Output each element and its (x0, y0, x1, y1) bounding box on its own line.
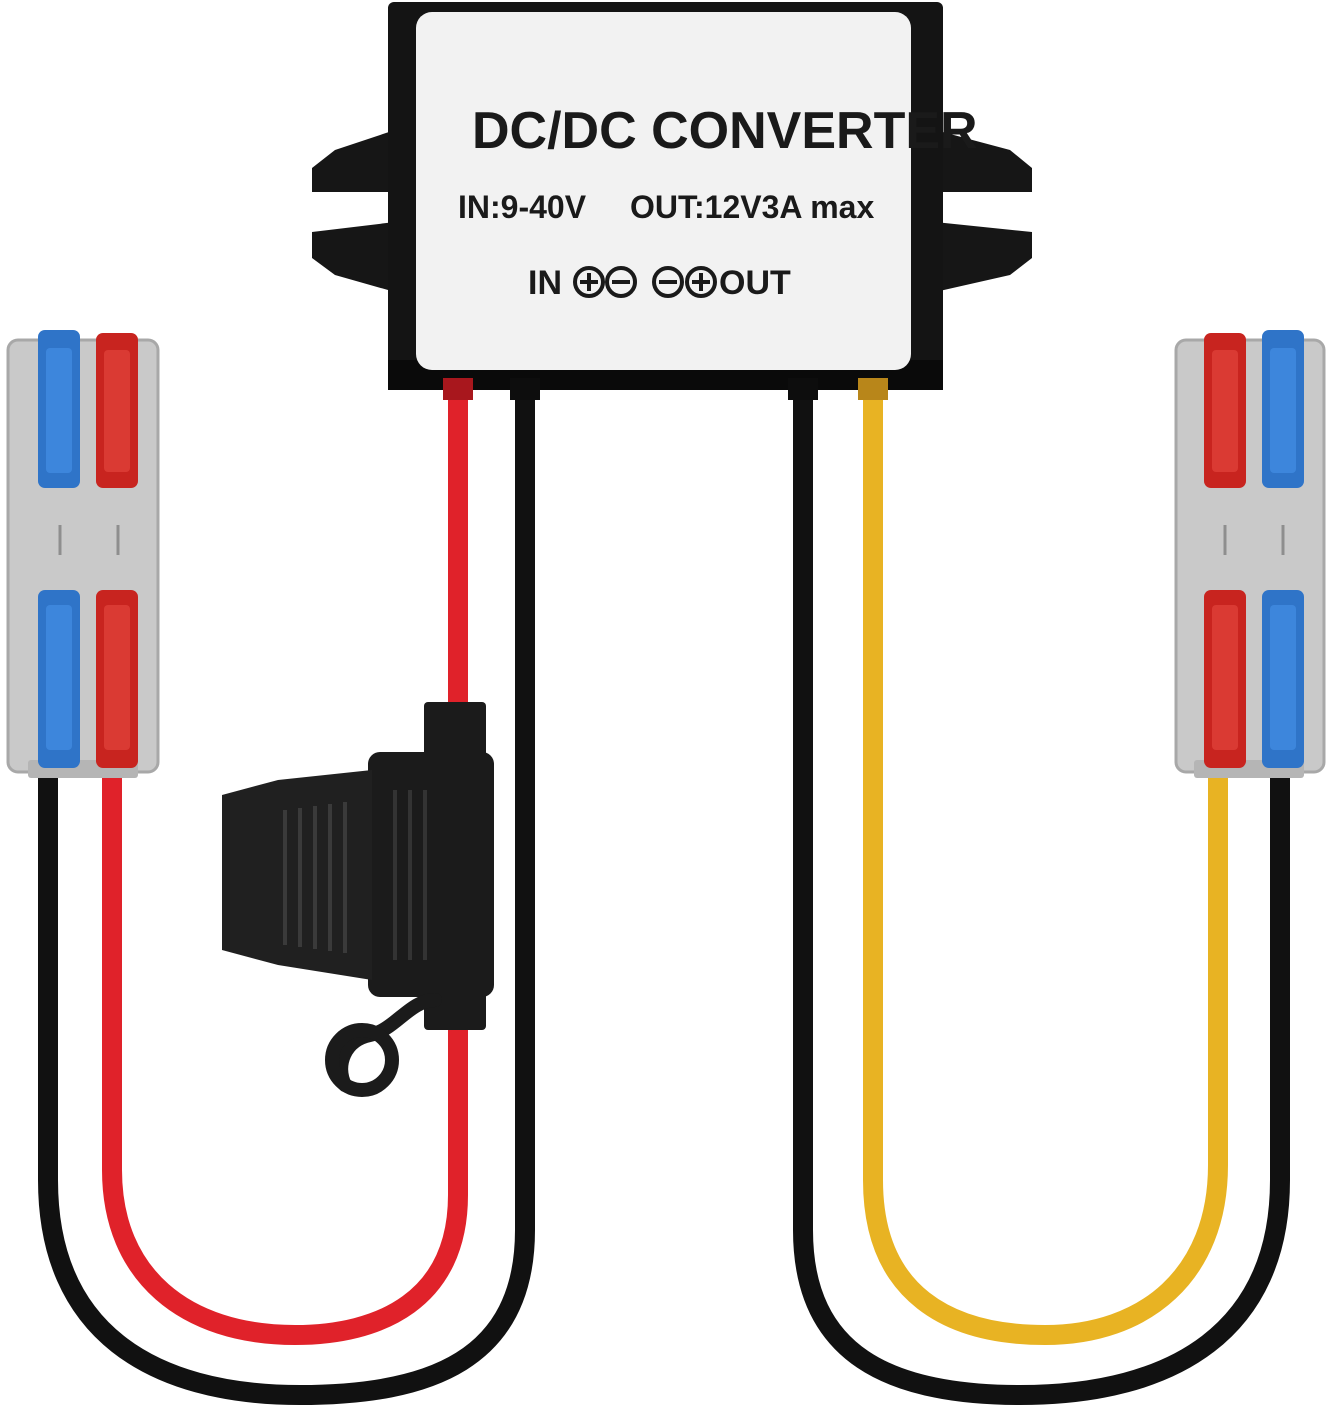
wire-black-output (793, 375, 1290, 1406)
lever-blue-bottom-right[interactable] (1262, 590, 1304, 768)
left-lever-connector (6, 330, 160, 778)
terminal-out-label: OUT (719, 264, 791, 302)
lever-blue-top-right[interactable] (1262, 330, 1304, 488)
right-lever-connector (1174, 330, 1326, 778)
terminal-legend: IN OUT (528, 264, 791, 302)
wire-red-input (102, 375, 468, 1346)
lever-red-bottom-right[interactable] (1204, 590, 1246, 768)
mounting-ear-left (312, 130, 395, 292)
lever-blue-bottom[interactable] (38, 590, 80, 768)
lever-red-top-right[interactable] (1204, 333, 1246, 488)
fuse-cap[interactable] (222, 770, 372, 980)
wires (38, 375, 1290, 1406)
wire-yellow-output (863, 375, 1228, 1346)
circled-minus-icon (652, 266, 684, 298)
converter-label-face (416, 12, 911, 370)
circled-plus-icon (685, 266, 717, 298)
wire-black-input (38, 375, 535, 1406)
terminal-in-label: IN (528, 264, 562, 302)
output-spec: OUT:12V3A max (630, 189, 874, 225)
converter-title: DC/DC CONVERTER (472, 102, 978, 160)
input-voltage-spec: IN:9-40V (458, 189, 587, 225)
lever-blue-top[interactable] (38, 330, 80, 488)
circled-minus-icon (605, 266, 637, 298)
mounting-ear-right (935, 130, 1032, 292)
lever-red-top[interactable] (96, 333, 138, 488)
inline-fuse-holder (222, 702, 494, 1097)
lever-red-bottom[interactable] (96, 590, 138, 768)
circled-plus-icon (573, 266, 605, 298)
converter-module: DC/DC CONVERTER IN:9-40V OUT:12V3A max I… (312, 2, 1032, 400)
